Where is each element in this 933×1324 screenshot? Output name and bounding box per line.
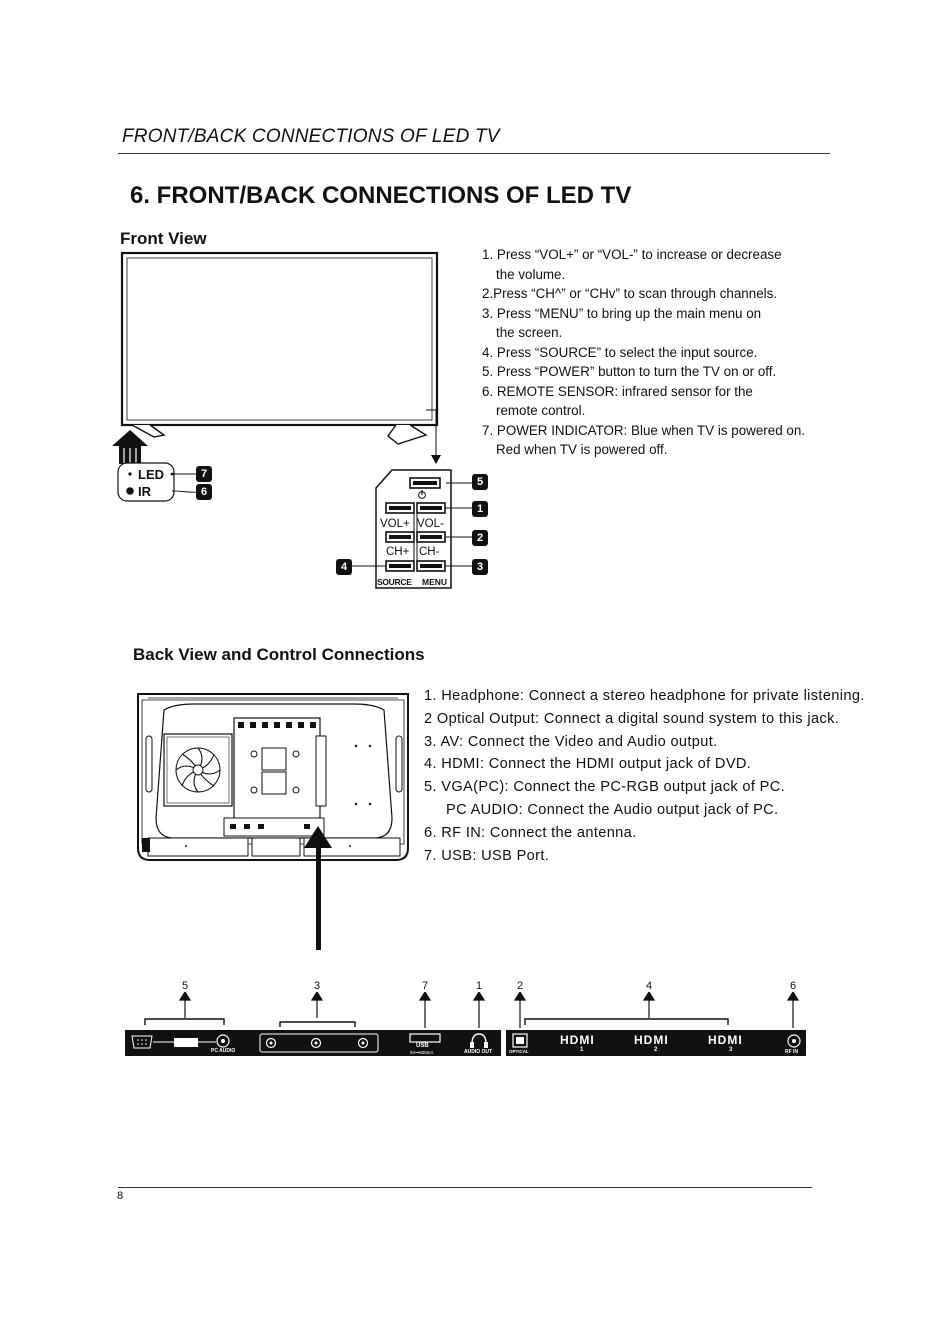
badge-3: 3 (472, 559, 488, 575)
connection-item: 5. VGA(PC): Connect the PC-RGB output ja… (424, 779, 786, 796)
port-number-6: 6 (789, 980, 797, 992)
page-number: 8 (117, 1190, 124, 1202)
connection-item: PC AUDIO: Connect the Audio output jack … (446, 801, 779, 818)
hdmi-2-logo: HDMI (634, 1033, 669, 1047)
header-divider (118, 153, 830, 154)
port-number-3: 3 (313, 980, 321, 992)
port-number-1: 1 (475, 980, 483, 992)
connection-item: 7. USB: USB Port. (424, 847, 550, 864)
port-number-5: 5 (181, 980, 189, 992)
instruction-line: 6. REMOTE SENSOR: infrared sensor for th… (482, 383, 753, 399)
instruction-line: the volume. (496, 266, 566, 282)
keypad-ch-minus-label: CH- (419, 546, 440, 558)
keypad-menu-label: MENU (422, 577, 448, 587)
hdmi-3-logo: HDMI (708, 1033, 743, 1047)
hdmi-3-number: 3 (729, 1047, 733, 1053)
instruction-line: 5. Press “POWER” button to turn the TV o… (482, 364, 777, 379)
instruction-line: remote control. (496, 403, 586, 418)
usb-label: USB (416, 1043, 429, 1049)
badge-2: 2 (472, 530, 488, 546)
back-connections-list: 1. Headphone: Connect a stereo headphone… (424, 685, 865, 867)
badge-7: 7 (196, 466, 212, 482)
instruction-line: 2.Press “CH^” or “CHv” to scan through c… (482, 286, 778, 301)
hdmi-2-number: 2 (654, 1047, 658, 1053)
port-number-4: 4 (645, 980, 653, 992)
instruction-line: 1. Press “VOL+” or “VOL-” to increase or… (482, 247, 782, 262)
hdmi-1-number: 1 (580, 1047, 584, 1053)
rf-in-label: RF IN (785, 1049, 799, 1055)
tv-back-illustration (137, 693, 409, 950)
back-view-title: Back View and Control Connections (133, 645, 425, 664)
footer-divider (118, 1187, 812, 1188)
connection-item: 2 Optical Output: Connect a digital soun… (424, 710, 840, 727)
front-instructions: 1. Press “VOL+” or “VOL-” to increase or… (482, 245, 805, 460)
port-number-2: 2 (516, 980, 524, 992)
connection-item: 6. RF IN: Connect the antenna. (424, 824, 637, 841)
audio-out-label: AUDIO OUT (464, 1049, 493, 1055)
hdmi-1-logo: HDMI (560, 1033, 595, 1047)
port-panel-illustration (125, 992, 806, 1056)
instruction-line: 4. Press “SOURCE” to select the input so… (482, 344, 758, 360)
keypad-vol-plus-label: VOL+ (380, 518, 410, 530)
badge-4: 4 (336, 559, 352, 575)
section-title: 6. FRONT/BACK CONNECTIONS OF LED TV (130, 182, 632, 209)
front-view-title: Front View (120, 229, 207, 248)
connection-item: 3. AV: Connect the Video and Audio outpu… (424, 733, 718, 750)
connection-item: 4. HDMI: Connect the HDMI output jack of… (424, 756, 752, 773)
page-header-title: FRONT/BACK CONNECTIONS OF LED TV (122, 126, 500, 147)
keypad-vol-minus-label: VOL- (417, 518, 444, 530)
instruction-line: Red when TV is powered off. (496, 442, 668, 457)
connection-item: 1. Headphone: Connect a stereo headphone… (424, 688, 865, 704)
keypad-ch-plus-label: CH+ (386, 546, 410, 558)
instruction-line: 3. Press “MENU” to bring up the main men… (482, 305, 762, 321)
pc-audio-label: PC AUDIO (211, 1048, 236, 1054)
usb-rating-label: 5V⎓500mA (410, 1050, 434, 1055)
badge-1: 1 (472, 501, 488, 517)
ir-label: IR (138, 484, 151, 499)
badge-5: 5 (472, 474, 488, 490)
port-number-7: 7 (421, 980, 429, 992)
keypad-source-label: SOURCE (377, 577, 412, 587)
led-label: LED (138, 467, 164, 482)
tv-front-illustration (112, 251, 480, 589)
instruction-line: 7. POWER INDICATOR: Blue when TV is powe… (482, 422, 805, 438)
instruction-line: the screen. (496, 325, 563, 340)
optical-label: OPTICAL (509, 1049, 529, 1054)
badge-6: 6 (196, 484, 212, 500)
